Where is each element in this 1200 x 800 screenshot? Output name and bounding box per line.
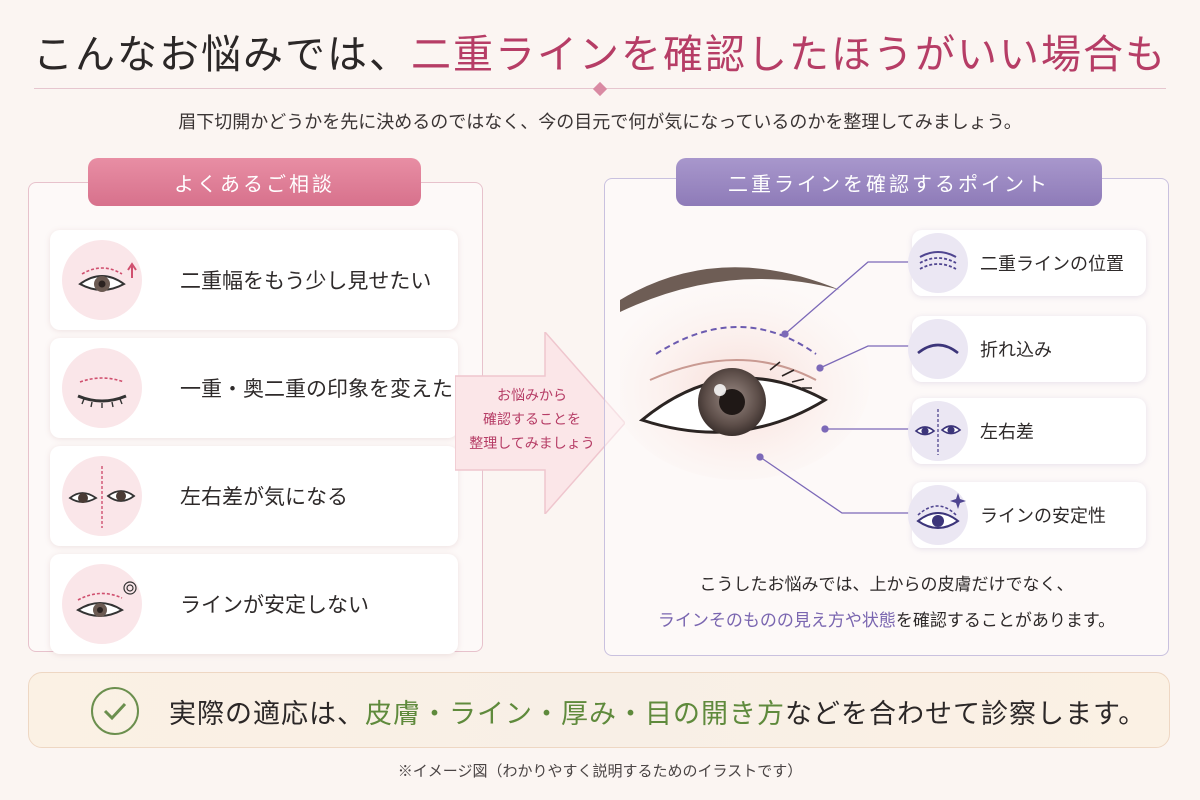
conclusion-suffix: などを合わせて診察します。 [785, 698, 1147, 730]
eye-wider-line-arrow-icon [62, 240, 142, 320]
conclusion-highlight: 皮膚・ライン・厚み・目の開き方 [365, 698, 785, 730]
point-card-line-position: 二重ラインの位置 [908, 230, 1146, 296]
point-label: 左右差 [980, 422, 1034, 443]
arrow-text-line: 整理してみましょう [469, 436, 595, 452]
point-label: 二重ラインの位置 [980, 254, 1124, 275]
arrow-text-line: 確認することを [483, 412, 581, 428]
concern-card-wider-line: 二重幅をもう少し見せたい [50, 230, 458, 330]
concern-card-single-lid: 一重・奥二重の印象を変えたい [50, 338, 474, 438]
concern-label: ラインが安定しない [180, 593, 369, 617]
page-title: こんなお悩みでは、二重ラインを確認したほうがいい場合も [0, 22, 1200, 80]
concern-card-asymmetry: 左右差が気になる [50, 446, 458, 546]
left-right-diff-icon [908, 401, 968, 461]
unstable-line-icon [62, 564, 142, 644]
line-position-icon [908, 233, 968, 293]
divider-diamond [592, 81, 608, 97]
concern-label: 二重幅をもう少し見せたい [180, 269, 432, 293]
concern-card-unstable: ラインが安定しない [50, 554, 458, 654]
conclusion-text: 実際の適応は、皮膚・ライン・厚み・目の開き方などを合わせて診察します。 [169, 673, 1146, 749]
point-label: ラインの安定性 [980, 506, 1106, 527]
point-card-left-right: 左右差 [908, 398, 1146, 464]
conclusion-banner: 実際の適応は、皮膚・ライン・厚み・目の開き方などを合わせて診察します。 [28, 672, 1170, 748]
concern-label: 左右差が気になる [180, 485, 348, 509]
point-label: 折れ込み [980, 340, 1052, 361]
image-footnote: ※イメージ図（わかりやすく説明するためのイラストです） [397, 762, 803, 780]
arrow-text: お悩みから 確認することを 整理してみましょう [467, 384, 597, 456]
point-card-stability: ラインの安定性 [908, 482, 1146, 548]
right-note-suffix: を確認することがあります。 [895, 611, 1116, 631]
arrow-text-line: お悩みから [497, 388, 567, 404]
title-prefix: こんなお悩みでは、 [33, 32, 411, 78]
asymmetry-eyes-icon [62, 456, 142, 536]
conclusion-prefix: 実際の適応は、 [169, 698, 365, 730]
check-points-ribbon: 二重ラインを確認するポイント [676, 158, 1102, 206]
fold-icon [908, 319, 968, 379]
concern-label: 一重・奥二重の印象を変えたい [180, 377, 474, 401]
line-stability-icon [908, 485, 968, 545]
title-accent: 二重ラインを確認したほうがいい場合も [411, 32, 1167, 78]
eye-illustration [620, 230, 880, 490]
point-card-fold: 折れ込み [908, 316, 1146, 382]
common-concerns-ribbon: よくあるご相談 [88, 158, 421, 206]
page-subtitle: 眉下切開かどうかを先に決めるのではなく、今の目元で何が気になっているのかを整理し… [178, 112, 1022, 133]
check-circle-icon [91, 687, 139, 735]
right-note-line2: ラインそのものの見え方や状態を確認することがあります。 [604, 606, 1169, 631]
right-note-line1: こうしたお悩みでは、上からの皮膚だけでなく、 [699, 575, 1074, 595]
right-note-highlight: ラインそのものの見え方や状態 [657, 611, 896, 631]
transition-arrow: お悩みから 確認することを 整理してみましょう [455, 332, 625, 514]
closed-eye-icon [62, 348, 142, 428]
